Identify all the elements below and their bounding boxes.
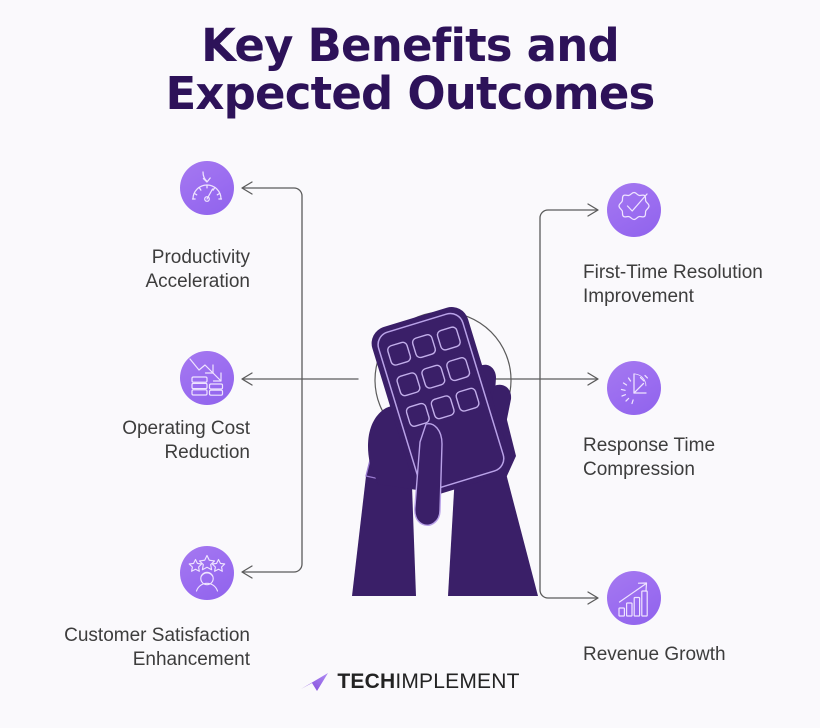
benefit-label-line-1: Productivity — [151, 247, 250, 268]
phone-body — [371, 307, 511, 497]
benefit-label-line-1: Response Time — [583, 435, 716, 456]
benefit-icon-operating-cost-reduction[interactable] — [180, 351, 234, 405]
arrow-mark-icon — [301, 673, 329, 691]
benefit-label-line-2: Enhancement — [132, 649, 250, 671]
right-arm-sleeve — [448, 458, 538, 596]
benefit-label-line-2: Acceleration — [145, 271, 250, 293]
benefit-label-line-2: Improvement — [583, 286, 694, 308]
benefit-label-line-1: First-Time Resolution — [583, 262, 763, 283]
benefit-label-revenue-growth: Revenue Growth — [583, 643, 820, 667]
badge-checkmark-icon — [618, 191, 650, 221]
benefit-label-line-1: Revenue Growth — [583, 644, 726, 665]
benefit-label-line-2: Compression — [583, 459, 695, 481]
benefit-icon-revenue-growth[interactable] — [607, 571, 661, 625]
left-branch-top — [242, 187, 303, 380]
thumb — [414, 423, 443, 526]
brand-name-bold: TECH — [337, 670, 396, 693]
phone-app-grid — [387, 326, 480, 427]
benefit-icon-productivity-acceleration[interactable] — [180, 161, 234, 215]
right-arrowhead-middle — [587, 372, 599, 386]
benefit-icon-response-time-compression[interactable] — [607, 361, 661, 415]
left-arm-sleeve — [352, 476, 416, 596]
benefit-icon-first-time-resolution-improvement[interactable] — [607, 183, 661, 237]
brand-name: TECHIMPLEMENT — [337, 670, 519, 694]
brand-name-light: IMPLEMENT — [395, 670, 520, 693]
stopwatch-timer-icon — [620, 373, 649, 405]
benefit-label-customer-satisfaction-enhancement: Customer Satisfaction Enhancement — [0, 624, 250, 673]
right-arrowhead-top — [587, 203, 599, 217]
phone-screen-outline — [377, 312, 505, 491]
smartphone — [371, 307, 511, 497]
coins-declining-chart-icon — [189, 358, 224, 396]
left-arrowhead-bottom — [241, 565, 253, 579]
benefit-label-operating-cost-reduction: Operating Cost Reduction — [0, 417, 250, 466]
benefit-label-line-2: Reduction — [164, 442, 250, 464]
benefit-label-productivity-acceleration: Productivity Acceleration — [0, 246, 250, 295]
benefit-label-line-1: Customer Satisfaction — [64, 625, 250, 646]
left-branch-bottom — [242, 378, 303, 573]
hands-holding-smartphone-illustration — [352, 307, 538, 596]
benefit-label-line-1: Operating Cost — [122, 418, 250, 439]
growth-bar-chart-icon — [618, 582, 648, 617]
benefit-icon-customer-satisfaction-enhancement[interactable] — [180, 546, 234, 600]
left-arrowhead-top — [241, 181, 253, 195]
speedometer-gauge-icon — [191, 171, 223, 202]
brand-logo: TECHIMPLEMENT — [0, 670, 820, 700]
benefit-label-response-time-compression: Response Time Compression — [583, 434, 820, 483]
page-title: Key Benefits and Expected Outcomes — [0, 22, 820, 117]
left-arrowhead-middle — [241, 372, 253, 386]
benefit-label-first-time-resolution-improvement: First-Time Resolution Improvement — [583, 261, 820, 310]
three-stars-person-icon — [188, 554, 226, 592]
right-arrowhead-bottom — [587, 591, 599, 605]
page-title-line-2: Expected Outcomes — [165, 66, 655, 120]
page-title-line-1: Key Benefits and — [201, 19, 620, 72]
